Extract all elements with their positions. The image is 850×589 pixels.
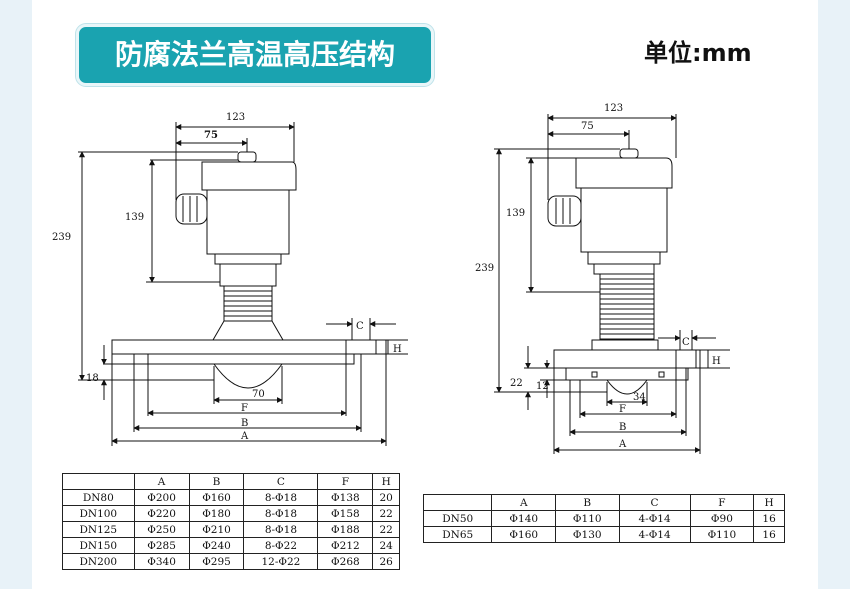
table-header-cell: H	[753, 494, 785, 511]
table-cell: 12-Φ22	[243, 553, 319, 570]
table-cell: 24	[372, 537, 400, 554]
table-cell: Φ158	[317, 505, 374, 522]
table-cell: Φ220	[133, 505, 190, 522]
table-header-cell: A	[491, 494, 556, 511]
dim-70-left: 70	[252, 389, 265, 400]
dim-22-right: 22	[510, 378, 523, 389]
dim-12-right: 12	[536, 381, 549, 392]
dim-139-right: 139	[506, 208, 525, 219]
dim-75-left: 75	[204, 130, 218, 141]
table-cell: DN65	[422, 526, 493, 543]
table-cell: Φ268	[317, 553, 374, 570]
table-row: DN125 Φ250 Φ210 8-Φ18 Φ188 22	[62, 521, 400, 538]
table-row: DN65 Φ160 Φ130 4-Φ14 Φ110 16	[422, 526, 785, 543]
dim-123-right: 123	[604, 103, 623, 114]
label-H-left: H	[393, 344, 402, 355]
table-cell: Φ160	[188, 489, 245, 506]
left-drawing-labels: 123 75 139 239 18 70 F B A C H	[52, 112, 402, 442]
table-cell: Φ200	[133, 489, 190, 506]
table-cell: Φ188	[317, 521, 374, 538]
label-A-right: A	[618, 439, 627, 450]
table-header-cell	[422, 494, 493, 511]
table-row: DN200 Φ340 Φ295 12-Φ22 Φ268 26	[62, 553, 400, 570]
label-F-left: F	[241, 403, 248, 414]
right-drawing	[494, 114, 730, 454]
table-cell: Φ212	[317, 537, 374, 554]
label-F-right: F	[619, 404, 626, 415]
table-header-cell: C	[618, 494, 691, 511]
table-cell: Φ160	[491, 526, 556, 543]
dim-18-left: 18	[86, 373, 99, 384]
left-bellows	[223, 285, 273, 322]
table-cell: 16	[753, 526, 785, 543]
table-cell: Φ140	[491, 510, 556, 527]
dim-123-left: 123	[226, 112, 245, 123]
table-cell: 4-Φ14	[618, 526, 691, 543]
table-cell: Φ138	[317, 489, 374, 506]
label-B-right: B	[619, 422, 626, 433]
table-cell: 22	[372, 505, 400, 522]
table-header-cell	[62, 473, 135, 490]
label-A-left: A	[240, 431, 249, 442]
table-cell: 8-Φ18	[243, 521, 319, 538]
table-cell: Φ250	[133, 521, 190, 538]
unit-label: 单位:mm	[644, 39, 752, 67]
left-drawing	[78, 122, 408, 446]
dim-239-right: 239	[475, 263, 494, 274]
table-cell: Φ110	[555, 510, 620, 527]
label-C-right: C	[682, 337, 690, 348]
table-cell: Φ210	[188, 521, 245, 538]
table-cell: Φ240	[188, 537, 245, 554]
table-row: DN100 Φ220 Φ180 8-Φ18 Φ158 22	[62, 505, 400, 522]
table-row: DN50 Φ140 Φ110 4-Φ14 Φ90 16	[422, 510, 785, 527]
table-cell: Φ130	[555, 526, 620, 543]
table-cell: 8-Φ18	[243, 489, 319, 506]
table-header-cell: C	[243, 473, 319, 490]
table-cell: Φ110	[689, 526, 755, 543]
table-cell: 20	[372, 489, 400, 506]
right-drawing-labels: 123 75 139 239 22 12 34 F B A C H	[475, 103, 721, 450]
page-title: 防腐法兰高温高压结构	[76, 24, 434, 86]
spec-table-left: A B C F H DN80 Φ200 Φ160 8-Φ18 Φ138 20 D…	[62, 473, 400, 570]
table-header-cell: F	[689, 494, 755, 511]
dim-75-right: 75	[581, 121, 594, 132]
table-header-cell: H	[372, 473, 400, 490]
table-cell: 26	[372, 553, 400, 570]
table-cell: Φ285	[133, 537, 190, 554]
table-cell: Φ295	[188, 553, 245, 570]
table-header-cell: B	[555, 494, 620, 511]
table-cell: DN150	[62, 537, 135, 554]
dim-139-left: 139	[125, 212, 144, 223]
label-C-left: C	[356, 321, 364, 332]
spec-table-right: A B C F H DN50 Φ140 Φ110 4-Φ14 Φ90 16 DN…	[422, 494, 785, 543]
table-cell: 16	[753, 510, 785, 527]
table-row: DN80 Φ200 Φ160 8-Φ18 Φ138 20	[62, 489, 400, 506]
table-cell: Φ340	[133, 553, 190, 570]
label-H-right: H	[712, 356, 721, 367]
right-bellows	[599, 273, 655, 340]
label-B-left: B	[241, 418, 248, 429]
table-cell: DN80	[62, 489, 135, 506]
table-header-cell: A	[133, 473, 190, 490]
dim-34-right: 34	[633, 392, 646, 403]
table-row: DN150 Φ285 Φ240 8-Φ22 Φ212 24	[62, 537, 400, 554]
table-cell: Φ90	[689, 510, 755, 527]
table-cell: DN200	[62, 553, 135, 570]
table-header-cell: F	[317, 473, 374, 490]
table-cell: Φ180	[188, 505, 245, 522]
table-cell: 4-Φ14	[618, 510, 691, 527]
table-header-cell: B	[188, 473, 245, 490]
table-cell: DN100	[62, 505, 135, 522]
table-cell: 8-Φ18	[243, 505, 319, 522]
table-cell: DN125	[62, 521, 135, 538]
table-cell: DN50	[422, 510, 493, 527]
table-cell: 8-Φ22	[243, 537, 319, 554]
table-cell: 22	[372, 521, 400, 538]
dim-239-left: 239	[52, 232, 71, 243]
